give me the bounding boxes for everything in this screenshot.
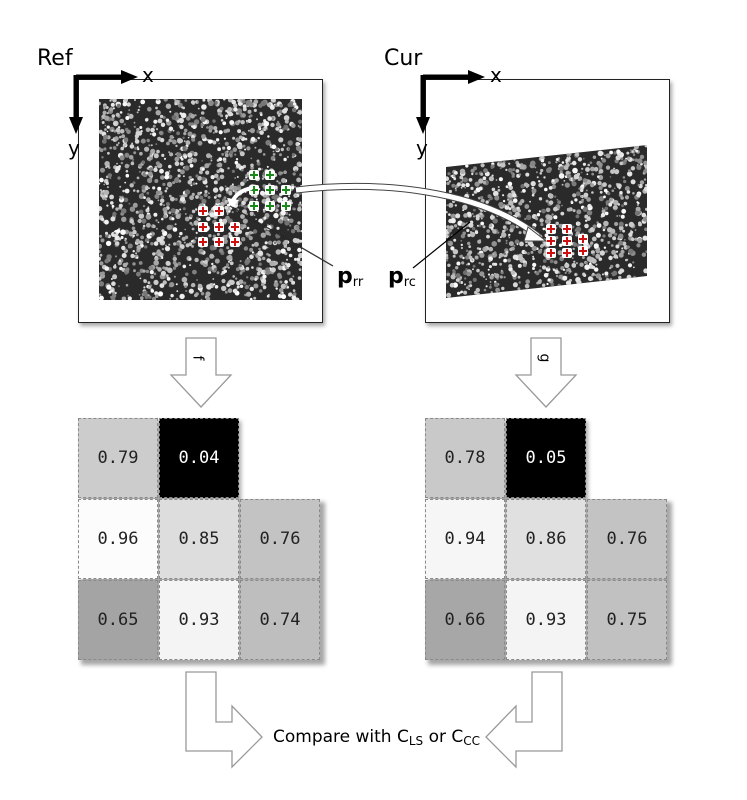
- right-cell-r0-c1: 0.05: [506, 418, 586, 498]
- g-function-label: g: [536, 353, 553, 363]
- cur-y-axis-label: y: [416, 136, 428, 160]
- ref-speckle-image: [99, 99, 302, 300]
- prc-leader-line: [412, 221, 471, 269]
- ref-red-markers: [198, 206, 240, 247]
- left-cell-r0-c0: 0.79: [78, 418, 158, 498]
- left-cell-r1-c1: 0.85: [159, 499, 239, 579]
- left-cell-r1-c2: 0.76: [240, 499, 320, 579]
- right-cell-r2-c0: 0.66: [425, 580, 505, 660]
- prr-leader-line: [229, 205, 334, 267]
- right-cell-r2-c2: 0.75: [587, 580, 667, 660]
- right-cell-r0-c0: 0.78: [425, 418, 505, 498]
- left-compare-arrow: [185, 671, 263, 769]
- left-cell-r1-c0: 0.96: [78, 499, 158, 579]
- ref-x-axis-label: x: [142, 63, 154, 87]
- f-function-label: f: [189, 355, 206, 361]
- ref-y-axis-label: y: [68, 136, 80, 160]
- cur-red-markers: [546, 224, 588, 258]
- cur-title: Cur: [384, 46, 423, 71]
- right-cell-r2-c1: 0.93: [506, 580, 586, 660]
- cur-speckle-image: [446, 145, 647, 298]
- ref-title: Ref: [37, 46, 73, 71]
- g-down-arrow: [514, 337, 578, 408]
- prr-label: prr: [337, 264, 364, 290]
- compare-caption: Compare with CLS or CCC: [273, 727, 481, 748]
- ref-axes: [69, 70, 138, 134]
- ref-green-markers: [249, 170, 291, 211]
- cur-x-axis-label: x: [490, 63, 502, 87]
- left-cell-r2-c2: 0.74: [240, 580, 320, 660]
- left-cell-r2-c0: 0.65: [78, 580, 158, 660]
- right-cell-r1-c1: 0.86: [506, 499, 586, 579]
- mapping-arrow: [227, 182, 548, 242]
- right-cell-r1-c2: 0.76: [587, 499, 667, 579]
- right-cell-r1-c0: 0.94: [425, 499, 505, 579]
- f-down-arrow: [169, 337, 233, 408]
- left-cell-r0-c1: 0.04: [159, 418, 239, 498]
- prc-label: prc: [388, 264, 416, 290]
- cur-axes: [416, 70, 485, 134]
- left-cell-r2-c1: 0.93: [159, 580, 239, 660]
- right-compare-arrow: [485, 671, 563, 769]
